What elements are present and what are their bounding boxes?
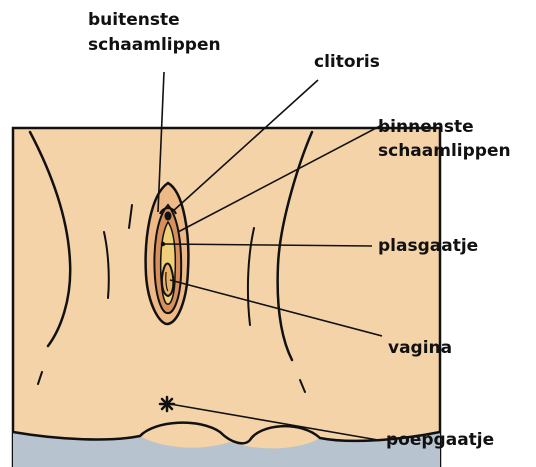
label-clitoris: clitoris [314, 50, 380, 74]
skin-area [13, 128, 440, 467]
clitoris-mark [165, 212, 172, 221]
label-anus: poepgaatje [386, 428, 494, 452]
label-urethra: plasgaatje [378, 234, 478, 258]
label-outer-labia-line1: buitenste [88, 8, 180, 32]
label-outer-labia-line2: schaamlippen [88, 33, 221, 57]
label-vagina: vagina [388, 336, 452, 360]
label-inner-labia-line1: binnenste [378, 115, 474, 139]
label-inner-labia-line2: schaamlippen [378, 139, 511, 163]
